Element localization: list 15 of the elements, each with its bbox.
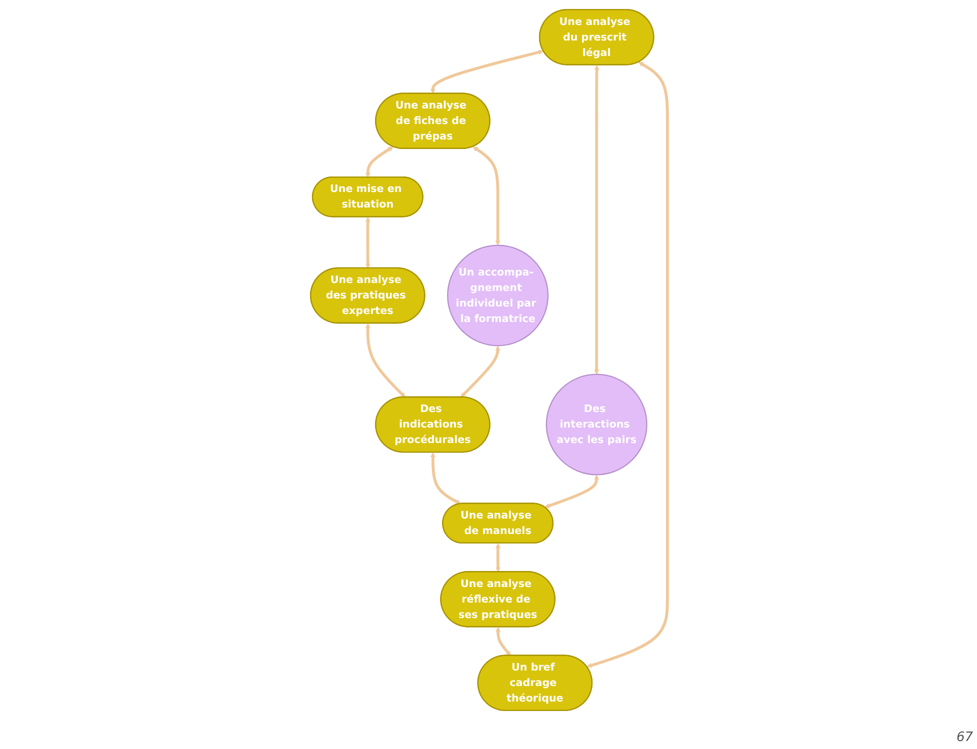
node-circle: Un accompa- gnement individuel par la formatrice [446, 244, 548, 346]
arrow [364, 216, 370, 268]
arrow [472, 146, 500, 246]
arrow [364, 323, 405, 398]
arrow [430, 452, 460, 504]
page-number: 67 [956, 730, 973, 745]
arrow [594, 64, 599, 375]
arrow [364, 146, 393, 178]
arrow [494, 543, 500, 572]
arrow [586, 62, 668, 668]
arrow [430, 50, 543, 94]
node-circle: Des interactions avec les pairs [545, 374, 647, 476]
arrow [460, 346, 500, 398]
arrow [544, 474, 599, 508]
arrow [494, 626, 511, 656]
